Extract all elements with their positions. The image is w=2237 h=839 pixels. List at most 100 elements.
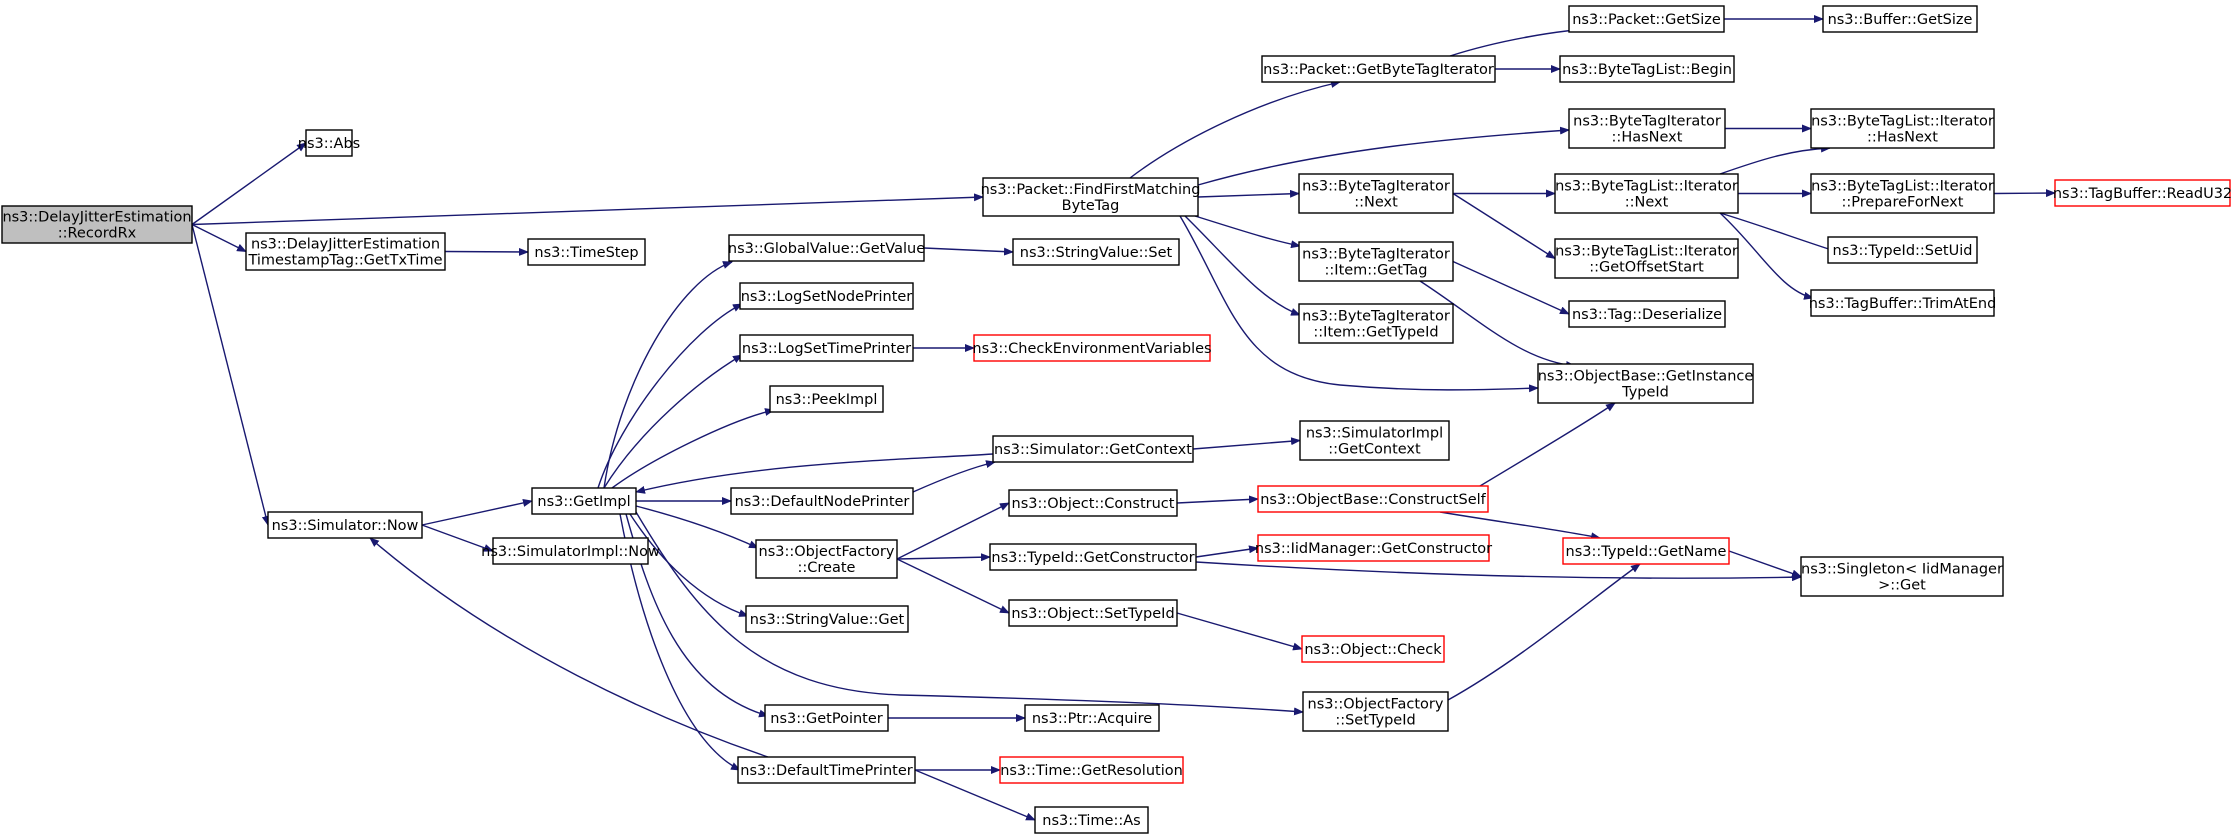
node-singletonget[interactable]: ns3::Singleton< IidManager >::Get bbox=[1800, 556, 2004, 597]
node-box-gettxtime[interactable] bbox=[245, 232, 446, 271]
node-box-ofsettypeid[interactable] bbox=[1302, 691, 1449, 732]
node-box-pktgetsize[interactable] bbox=[1568, 5, 1725, 33]
node-objconstruct[interactable]: ns3::Object::Construct bbox=[1008, 489, 1178, 517]
node-getbytetagit[interactable]: ns3::Packet::GetByteTagIterator bbox=[1261, 55, 1496, 83]
node-box-objsettypeid[interactable] bbox=[1008, 599, 1178, 627]
node-strvalget[interactable]: ns3::StringValue::Get bbox=[745, 605, 909, 633]
node-box-getbytetagit[interactable] bbox=[1261, 55, 1496, 83]
node-box-defnodeprinter[interactable] bbox=[730, 487, 914, 515]
node-timeas[interactable]: ns3::Time::As bbox=[1034, 806, 1149, 834]
node-box-btlithasnext[interactable] bbox=[1810, 108, 1995, 149]
node-box-tbreadu32[interactable] bbox=[2054, 179, 2231, 207]
node-tbtrimatend[interactable]: ns3::TagBuffer::TrimAtEnd bbox=[1809, 289, 1997, 317]
node-box-objbasegetinstance[interactable] bbox=[1537, 363, 1754, 404]
node-box-btiitemgettag[interactable] bbox=[1298, 241, 1454, 282]
node-ptracquire[interactable]: ns3::Ptr::Acquire bbox=[1024, 704, 1160, 732]
node-box-simnow[interactable] bbox=[267, 511, 423, 539]
node-simimplnow[interactable]: ns3::SimulatorImpl::Now bbox=[481, 537, 660, 565]
node-box-ptracquire[interactable] bbox=[1024, 704, 1160, 732]
node-tidgetconstructor[interactable]: ns3::TypeId::GetConstructor bbox=[989, 543, 1197, 571]
node-simimplgetcontext[interactable]: ns3::SimulatorImpl::GetContext bbox=[1299, 420, 1450, 461]
node-box-btlitgetoffset[interactable] bbox=[1554, 238, 1739, 279]
node-box-btihasnext[interactable] bbox=[1568, 108, 1726, 149]
node-abs[interactable]: ns3::Abs bbox=[298, 129, 360, 157]
node-objcheck[interactable]: ns3::Object::Check bbox=[1301, 635, 1445, 663]
node-simnow[interactable]: ns3::Simulator::Now bbox=[267, 511, 423, 539]
node-logsettime[interactable]: ns3::LogSetTimePrinter bbox=[739, 334, 914, 362]
node-getpointer[interactable]: ns3::GetPointer bbox=[764, 704, 889, 732]
node-bufgetsize[interactable]: ns3::Buffer::GetSize bbox=[1822, 5, 1978, 33]
node-recordrx[interactable]: ns3::DelayJitterEstimation::RecordRx bbox=[1, 205, 193, 244]
node-box-tidsetuid[interactable] bbox=[1827, 236, 1978, 264]
node-btinext[interactable]: ns3::ByteTagIterator::Next bbox=[1298, 173, 1454, 214]
node-ofsettypeid[interactable]: ns3::ObjectFactory::SetTypeId bbox=[1302, 691, 1449, 732]
node-box-objcheck[interactable] bbox=[1301, 635, 1445, 663]
node-box-simgetcontext[interactable] bbox=[992, 435, 1194, 463]
node-box-btiitemgettypeid[interactable] bbox=[1298, 303, 1454, 344]
node-box-getpointer[interactable] bbox=[764, 704, 889, 732]
node-btlitprepare[interactable]: ns3::ByteTagList::Iterator::PrepareForNe… bbox=[1810, 173, 1995, 214]
node-box-getimpl[interactable] bbox=[531, 487, 637, 515]
node-simgetcontext[interactable]: ns3::Simulator::GetContext bbox=[992, 435, 1194, 463]
node-defnodeprinter[interactable]: ns3::DefaultNodePrinter bbox=[730, 487, 914, 515]
node-box-ofcreate[interactable] bbox=[755, 539, 898, 579]
node-box-checkenv[interactable] bbox=[973, 334, 1211, 362]
node-strvalset[interactable]: ns3::StringValue::Set bbox=[1012, 238, 1180, 266]
node-box-objconstruct[interactable] bbox=[1008, 489, 1178, 517]
node-logsetnode[interactable]: ns3::LogSetNodePrinter bbox=[739, 282, 914, 310]
node-btlitnext[interactable]: ns3::ByteTagList::Iterator::Next bbox=[1554, 173, 1739, 214]
node-timestep[interactable]: ns3::TimeStep bbox=[527, 238, 646, 266]
node-ofcreate[interactable]: ns3::ObjectFactory::Create bbox=[755, 539, 898, 579]
node-box-peekimpl[interactable] bbox=[769, 385, 884, 413]
node-gettxtime[interactable]: ns3::DelayJitterEstimationTimestampTag::… bbox=[245, 232, 446, 271]
node-btiitemgettag[interactable]: ns3::ByteTagIterator::Item::GetTag bbox=[1298, 241, 1454, 282]
node-box-abs[interactable] bbox=[305, 129, 353, 157]
node-box-btlitprepare[interactable] bbox=[1810, 173, 1995, 214]
node-box-tagdeserialize[interactable] bbox=[1568, 300, 1726, 328]
node-box-strvalget[interactable] bbox=[745, 605, 909, 633]
node-box-btlitnext[interactable] bbox=[1554, 173, 1739, 214]
node-box-timestep[interactable] bbox=[527, 238, 646, 266]
node-box-logsettime[interactable] bbox=[739, 334, 914, 362]
node-deftimeprinter[interactable]: ns3::DefaultTimePrinter bbox=[737, 756, 916, 784]
node-btlithasnext[interactable]: ns3::ByteTagList::Iterator::HasNext bbox=[1810, 108, 1995, 149]
node-box-deftimeprinter[interactable] bbox=[737, 756, 916, 784]
node-box-btlbegin[interactable] bbox=[1559, 55, 1735, 83]
node-box-iidgetconstructor[interactable] bbox=[1257, 534, 1490, 562]
node-tidsetuid[interactable]: ns3::TypeId::SetUid bbox=[1827, 236, 1978, 264]
node-box-tidgetname[interactable] bbox=[1562, 537, 1730, 565]
node-timegetres[interactable]: ns3::Time::GetResolution bbox=[999, 756, 1184, 784]
node-tbreadu32[interactable]: ns3::TagBuffer::ReadU32 bbox=[2053, 179, 2232, 207]
node-box-strvalset[interactable] bbox=[1012, 238, 1180, 266]
node-box-tidgetconstructor[interactable] bbox=[989, 543, 1197, 571]
node-box-btinext[interactable] bbox=[1298, 173, 1454, 214]
node-btlbegin[interactable]: ns3::ByteTagList::Begin bbox=[1559, 55, 1735, 83]
node-objsettypeid[interactable]: ns3::Object::SetTypeId bbox=[1008, 599, 1178, 627]
node-box-logsetnode[interactable] bbox=[739, 282, 914, 310]
node-btlitgetoffset[interactable]: ns3::ByteTagList::Iterator::GetOffsetSta… bbox=[1554, 238, 1739, 279]
node-checkenv[interactable]: ns3::CheckEnvironmentVariables bbox=[972, 334, 1212, 362]
node-btiitemgettypeid[interactable]: ns3::ByteTagIterator::Item::GetTypeId bbox=[1298, 303, 1454, 344]
node-box-recordrx[interactable] bbox=[1, 205, 193, 244]
node-objbaseconstructself[interactable]: ns3::ObjectBase::ConstructSelf bbox=[1257, 485, 1489, 513]
node-peekimpl[interactable]: ns3::PeekImpl bbox=[769, 385, 884, 413]
node-box-tbtrimatend[interactable] bbox=[1810, 289, 1995, 317]
node-box-simimplnow[interactable] bbox=[492, 537, 649, 565]
node-box-findfirst[interactable] bbox=[982, 177, 1199, 217]
node-pktgetsize[interactable]: ns3::Packet::GetSize bbox=[1568, 5, 1725, 33]
node-box-bufgetsize[interactable] bbox=[1822, 5, 1978, 33]
node-box-timegetres[interactable] bbox=[999, 756, 1184, 784]
node-box-simimplgetcontext[interactable] bbox=[1299, 420, 1450, 461]
node-getimpl[interactable]: ns3::GetImpl bbox=[531, 487, 637, 515]
node-gvgetvalue[interactable]: ns3::GlobalValue::GetValue bbox=[728, 234, 925, 262]
node-tagdeserialize[interactable]: ns3::Tag::Deserialize bbox=[1568, 300, 1726, 328]
node-box-objbaseconstructself[interactable] bbox=[1257, 485, 1489, 513]
node-box-timeas[interactable] bbox=[1034, 806, 1149, 834]
node-iidgetconstructor[interactable]: ns3::IidManager::GetConstructor bbox=[1255, 534, 1492, 562]
node-box-gvgetvalue[interactable] bbox=[728, 234, 925, 262]
node-tidgetname[interactable]: ns3::TypeId::GetName bbox=[1562, 537, 1730, 565]
node-btihasnext[interactable]: ns3::ByteTagIterator::HasNext bbox=[1568, 108, 1726, 149]
node-box-singletonget[interactable] bbox=[1800, 556, 2004, 597]
